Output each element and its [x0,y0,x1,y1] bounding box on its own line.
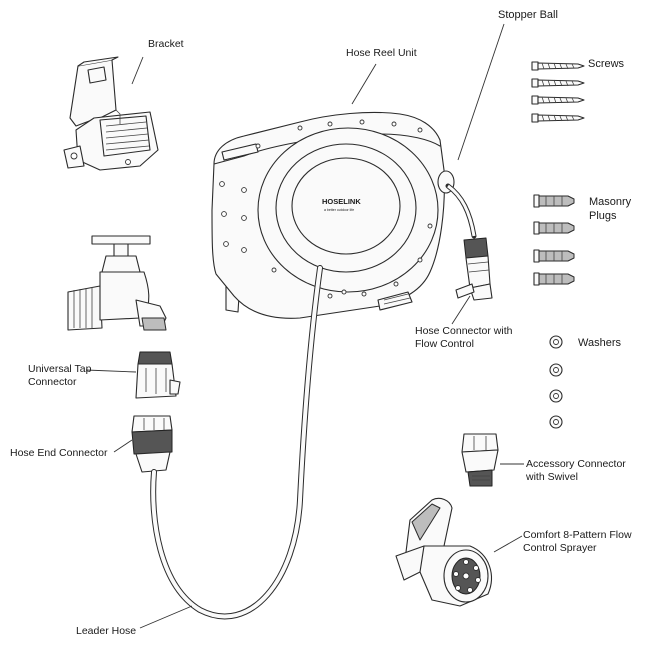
reel-body-rivets [219,119,433,299]
sprayer-leader [493,535,523,553]
hose-end-connector-illustration [131,415,173,473]
tap-illustration [67,235,167,331]
hose-connector-flow-control-illustration [455,237,493,301]
screws-illustration [531,61,585,123]
universal-tap-label-line2: Connector [28,376,77,388]
universal-tap-connector-illustration [135,351,181,399]
hose-connector-leader [451,295,471,325]
hose-reel-illustration: HOSELINK a better outdoor life [211,111,455,319]
universal-tap-label-line1: Universal Tap [28,363,92,375]
hose-connector-label-line1: Hose Connector with [415,325,513,337]
bracket-leader [131,56,144,85]
bracket-label: Bracket [148,38,184,50]
stopper-ball-label: Stopper Ball [498,9,558,21]
stopper-ball-leader [457,23,505,161]
masonry-plug [533,272,575,286]
washers-label: Washers [578,337,621,349]
reel-logo-tagline: a better outdoor life [324,208,354,212]
masonry-plug [533,221,575,235]
washer [549,415,563,429]
hose-end-leader [113,439,133,453]
washers-illustration [549,335,563,429]
screw [531,113,585,123]
leader-hose-leader [139,605,193,629]
masonry-plugs-label-line1: Masonry [589,196,632,208]
sprayer-label-line1: Comfort 8-Pattern Flow [523,529,632,541]
hose-end-label: Hose End Connector [10,447,108,459]
masonry-plug [533,194,575,208]
hose-connector-label-line2: Flow Control [415,338,474,350]
masonry-plugs-illustration [533,194,575,286]
masonry-plug [533,249,575,263]
leader-hose-illustration [150,265,323,620]
hose-reel-leader [351,63,377,105]
washer [549,363,563,377]
sprayer-label-line2: Control Sprayer [523,542,597,554]
leader-hose-label: Leader Hose [76,625,136,637]
washer [549,335,563,349]
bracket-illustration [63,56,159,171]
sprayer-illustration [395,497,492,607]
screw [531,61,585,71]
accessory-connector-illustration [461,433,499,487]
reel-logo-brand: HOSELINK [322,197,361,206]
hose-reel-label: Hose Reel Unit [346,47,417,59]
masonry-plugs-label-line2: Plugs [589,210,617,222]
washer [549,389,563,403]
screw [531,95,585,105]
screw [531,78,585,88]
universal-tap-leader [85,369,137,373]
accessory-connector-label-line1: Accessory Connector [526,458,626,470]
accessory-connector-label-line2: with Swivel [525,471,578,483]
screws-label: Screws [588,58,625,70]
